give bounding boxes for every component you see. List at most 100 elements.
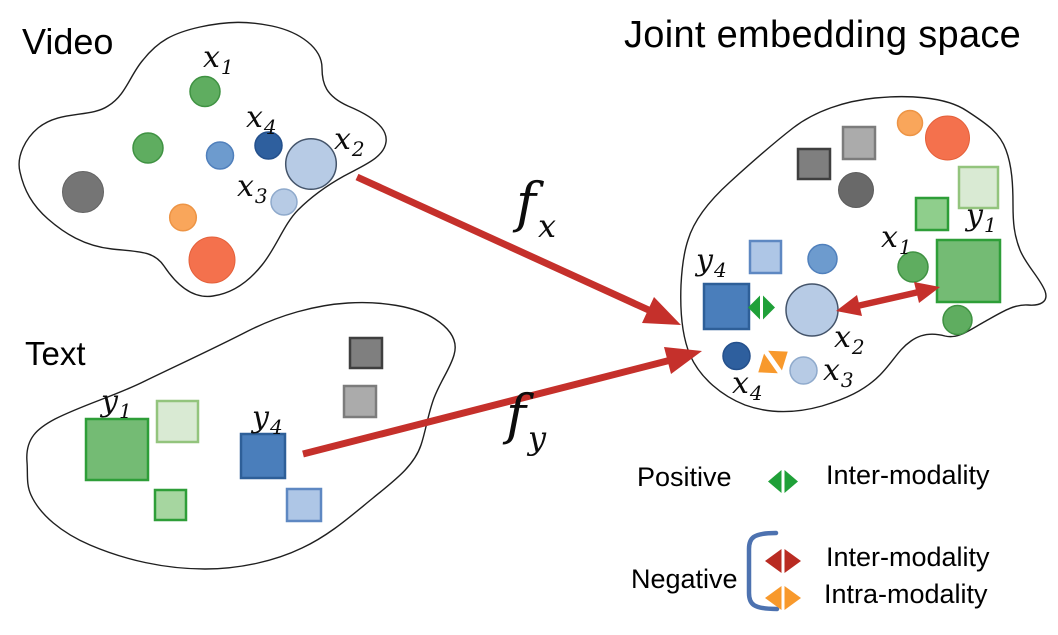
video-point-orange <box>168 203 198 232</box>
video-point-orange-red <box>188 236 236 284</box>
text-label-y4: y4 <box>252 400 283 439</box>
joint-point-x3 <box>789 356 818 385</box>
fy-arrow-shaft <box>302 356 672 458</box>
fx-arrowhead-icon <box>642 297 681 325</box>
positive-arrow-right-triangle <box>763 295 775 320</box>
math-sub: 3 <box>254 184 268 208</box>
legend-positive-label: Positive <box>637 462 732 492</box>
video-point-blue <box>205 141 235 170</box>
joint-label-x3: x3 <box>823 356 854 392</box>
text-point-pale-green <box>155 399 200 444</box>
video-point-x1 <box>189 75 221 108</box>
math-sub: 3 <box>840 368 854 392</box>
joint-points <box>702 109 1002 385</box>
joint-label-x1: x1 <box>881 223 912 259</box>
fx-arrow-shaft <box>355 173 655 316</box>
negative-arrowhead-right-icon <box>914 282 940 303</box>
math-sub: 1 <box>898 235 912 259</box>
math-sub: 4 <box>263 115 277 139</box>
joint-point-blue-circle <box>807 243 838 275</box>
math-base: y <box>101 384 118 419</box>
legend-negative-inter-icon <box>765 549 801 573</box>
fx-mapping-label: fx <box>516 176 557 245</box>
joint-point-y1 <box>935 238 1002 304</box>
math-sub: 2 <box>851 335 865 359</box>
video-point-x3 <box>270 188 298 216</box>
math-base: y <box>252 400 269 435</box>
video-point-x2 <box>284 137 338 191</box>
joint-region-title: Joint embedding space <box>624 14 1022 56</box>
joint-point-medium-green-square <box>914 196 950 232</box>
math-sub: 4 <box>269 415 283 439</box>
joint-label-x2: x2 <box>834 320 865 359</box>
text-point-small-green <box>153 488 188 522</box>
fx-mapping-arrow <box>355 173 681 325</box>
joint-point-y4 <box>702 282 751 331</box>
legend-negative-inter-right-triangle <box>784 549 801 573</box>
legend-negative-label: Negative <box>631 564 738 594</box>
text-points <box>84 336 384 523</box>
text-point-dark-gray <box>348 336 384 370</box>
joint-label-y4: y4 <box>696 246 727 282</box>
video-point-gray <box>62 171 104 213</box>
math-sub: 1 <box>118 399 132 423</box>
math-sub: 4 <box>713 258 727 282</box>
math-sub: 2 <box>351 137 365 161</box>
negative-arrowhead-left-icon <box>836 295 862 316</box>
joint-point-dark-gray-circle <box>838 172 874 208</box>
fx-sub: x <box>538 207 557 245</box>
joint-label-y1: y1 <box>966 201 997 236</box>
legend-negative-intra-label: Intra-modality <box>824 579 988 609</box>
intra-arrow-left-triangle <box>758 353 778 374</box>
legend-positive-inter-icon <box>768 470 798 493</box>
joint-point-pale-green-square <box>957 165 1000 210</box>
legend-positive-left-triangle <box>768 470 782 493</box>
text-point-y4 <box>239 432 287 480</box>
fx-base: f <box>516 171 536 234</box>
legend-negative-inter-left-triangle <box>765 549 782 573</box>
legend-negative-inter-label: Inter-modality <box>826 542 990 572</box>
joint-point-light-gray-square <box>841 125 877 161</box>
joint-point-green-circle <box>942 304 973 336</box>
legend-negative-intra-icon <box>765 586 801 610</box>
joint-point-x1 <box>897 251 929 283</box>
video-region-title: Video <box>22 21 114 62</box>
math-base: x <box>834 320 851 355</box>
positive-inter-modality-arrow-icon <box>748 295 775 320</box>
math-sub: 1 <box>220 55 234 79</box>
negative-bracket <box>746 530 780 612</box>
math-base: x <box>334 122 351 157</box>
joint-point-orange <box>896 109 924 137</box>
video-point-x4 <box>254 131 283 160</box>
legend-negative-intra-left-triangle <box>765 586 782 610</box>
text-label-y1: y1 <box>101 384 132 423</box>
fy-mapping-arrow <box>302 347 702 458</box>
video-label-x4: x4 <box>246 100 277 139</box>
negative-arrow-shaft <box>854 288 922 310</box>
fy-arrowhead-icon <box>664 347 702 374</box>
joint-label-x4: x4 <box>732 369 763 405</box>
text-point-y1 <box>84 417 150 482</box>
math-sub: 4 <box>749 381 763 405</box>
negative-inter-modality-arrow <box>836 282 940 316</box>
text-point-light-blue <box>285 487 323 523</box>
legend-positive-right-triangle <box>784 470 798 493</box>
fy-mapping-label: fy <box>506 388 546 455</box>
math-base: x <box>246 100 263 135</box>
joint-point-x4 <box>722 341 751 371</box>
text-point-light-gray <box>342 384 378 419</box>
negative-intra-modality-arrow-icon <box>758 350 788 374</box>
positive-arrow-left-triangle <box>748 295 760 320</box>
joint-point-orange-red <box>925 115 970 161</box>
math-base: x <box>237 169 254 204</box>
video-label-x1: x1 <box>203 40 234 79</box>
joint-point-light-blue-square <box>748 239 783 275</box>
fy-base: f <box>506 383 526 446</box>
video-label-x2: x2 <box>334 122 365 161</box>
video-point-green <box>132 132 164 164</box>
video-points <box>62 75 338 284</box>
math-base: x <box>203 40 220 75</box>
joint-point-x2 <box>785 283 839 337</box>
